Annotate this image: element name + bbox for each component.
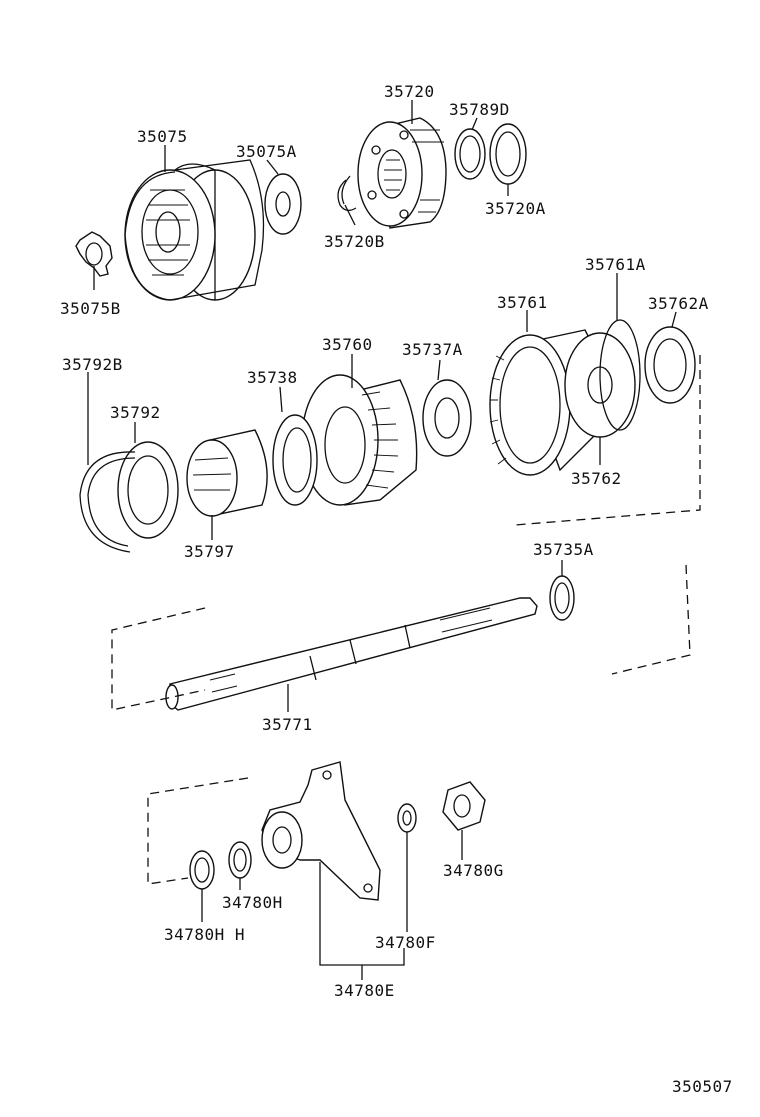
part-35720B-snap-ring: [337, 179, 357, 212]
part-35771-shaft: [165, 597, 538, 711]
label-35792: 35792: [110, 403, 161, 422]
label-35075B: 35075B: [60, 299, 121, 318]
label-35797: 35797: [184, 542, 235, 561]
part-35075B-plate: [75, 231, 113, 277]
label-35789D: 35789D: [449, 100, 510, 119]
label-35792B: 35792B: [62, 355, 123, 374]
label-35735A: 35735A: [533, 540, 594, 559]
label-35720B: 35720B: [324, 232, 385, 251]
part-34780HH-washer: [189, 850, 215, 890]
label-35761A: 35761A: [585, 255, 646, 274]
part-35797-sleeve: [186, 429, 268, 517]
part-35075A-washer: [264, 173, 302, 235]
label-35761: 35761: [497, 293, 548, 312]
label-35737A: 35737A: [402, 340, 463, 359]
part-35737A-thrust-washer: [422, 379, 472, 457]
label-35075: 35075: [137, 127, 188, 146]
leader-lines: [87, 100, 677, 980]
label-35075A: 35075A: [236, 142, 297, 161]
part-34780F-seal: [397, 803, 417, 833]
part-35761A-snap-ring: [599, 319, 641, 431]
part-35075-drum: [124, 159, 265, 301]
label-35762A: 35762A: [648, 294, 709, 313]
part-34780E-flange: [261, 761, 381, 901]
part-35738-ring: [272, 414, 318, 506]
label-34780F: 34780F: [375, 933, 436, 952]
part-34780H-washer: [228, 841, 252, 879]
part-35792-bearing: [117, 441, 179, 539]
part-34780G-nut: [442, 781, 486, 831]
label-35771: 35771: [262, 715, 313, 734]
part-35762A-bearing: [644, 326, 696, 404]
part-labels: 35720 35789D 35075 35075A 35720A 35720B …: [60, 82, 733, 1096]
part-35792B-snap-ring: [79, 451, 136, 553]
label-34780E: 34780E: [334, 981, 395, 1000]
label-35760: 35760: [322, 335, 373, 354]
label-35720: 35720: [384, 82, 435, 101]
part-35760-gear: [301, 374, 418, 506]
label-35738: 35738: [247, 368, 298, 387]
figure-id: 350507: [672, 1077, 733, 1096]
part-35720-carrier: [357, 117, 447, 229]
label-34780H: 34780H: [222, 893, 283, 912]
label-34780G: 34780G: [443, 861, 504, 880]
assembly-dashed-lines: [111, 355, 701, 885]
label-35720A: 35720A: [485, 199, 546, 218]
label-35762: 35762: [571, 469, 622, 488]
label-34780HH: 34780H H: [164, 925, 245, 944]
